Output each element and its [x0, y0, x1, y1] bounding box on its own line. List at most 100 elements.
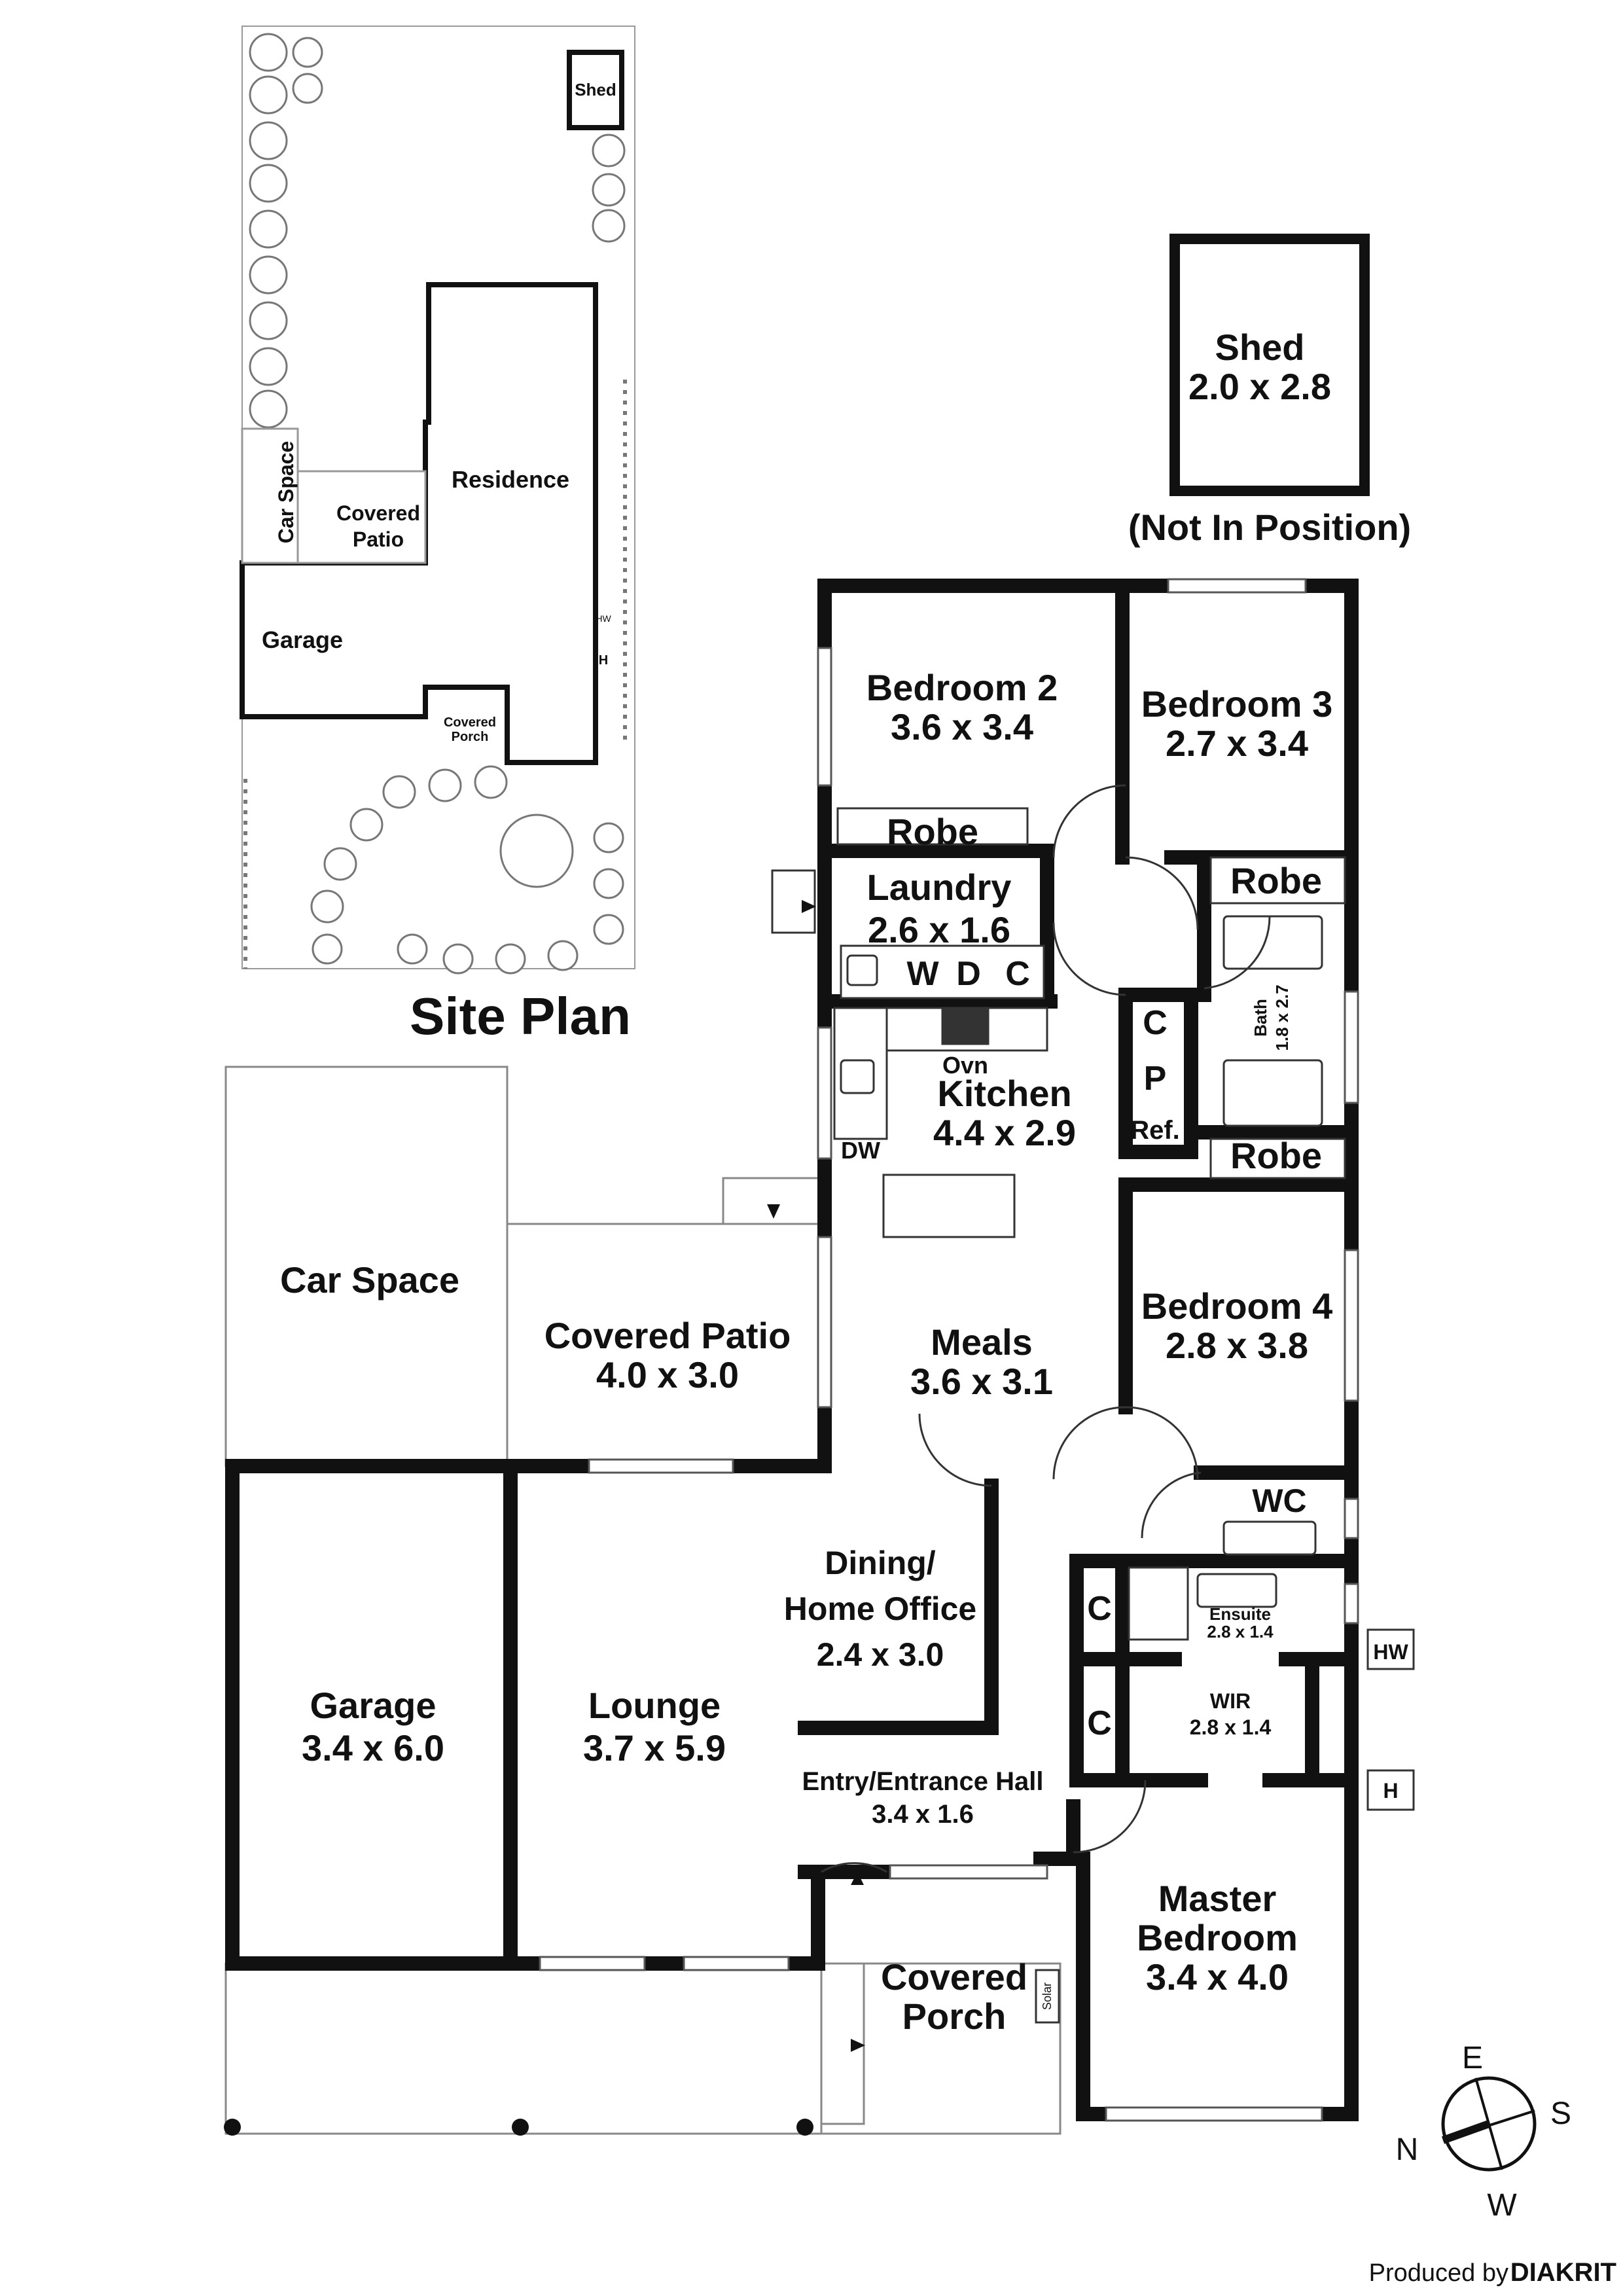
porch-line1: Covered — [881, 1956, 1027, 1998]
site-h-label: H — [599, 653, 608, 668]
ensuite-name: Ensuite — [1209, 1604, 1271, 1624]
credit-prefix: Produced by — [1369, 2259, 1508, 2287]
pantry-label: P — [1144, 1060, 1167, 1098]
bedroom2-name: Bedroom 2 — [866, 667, 1058, 708]
ensuite-size: 2.8 x 1.4 — [1207, 1622, 1274, 1641]
shed: Shed 2.0 x 2.8 (Not In Position) — [1128, 234, 1411, 548]
washer-label: W — [906, 955, 939, 993]
bedroom3-name: Bedroom 3 — [1141, 683, 1333, 725]
laundry-name: Laundry — [867, 867, 1012, 908]
kitchen-name: Kitchen — [937, 1073, 1071, 1114]
site-covered-label: Covered — [336, 501, 420, 525]
master-line1: Master — [1158, 1878, 1277, 1919]
bedroom4-name: Bedroom 4 — [1141, 1285, 1333, 1327]
wc-label: WC — [1252, 1482, 1306, 1519]
site-garage-label: Garage — [262, 626, 343, 653]
dining-size: 2.4 x 3.0 — [817, 1636, 944, 1673]
cooktop — [941, 1007, 990, 1045]
porch-line2: Porch — [902, 1996, 1007, 2037]
bath-name: Bath — [1251, 999, 1270, 1037]
shed-size: 2.0 x 2.8 — [1188, 366, 1331, 407]
site-plan: Shed Residence Car Space Covered Patio G… — [240, 26, 635, 1045]
fridge-label: Ref. — [1130, 1116, 1180, 1145]
kitchen-size: 4.4 x 2.9 — [933, 1112, 1076, 1153]
meals-name: Meals — [931, 1321, 1033, 1363]
shed-name: Shed — [1215, 327, 1305, 368]
robe-b3-label: Robe — [1230, 860, 1322, 901]
wc-basin — [1222, 1520, 1317, 1556]
dryer-label: D — [956, 955, 981, 993]
laundry-trough — [846, 954, 878, 986]
master-line2: Bedroom — [1137, 1917, 1298, 1958]
car-space-label: Car Space — [280, 1259, 459, 1300]
hall-cupboard-label: C — [1143, 1004, 1168, 1042]
kitchen-island — [882, 1174, 1016, 1238]
robe-b2-cabinet — [836, 807, 1029, 846]
windows — [539, 578, 1359, 2122]
lounge-name: Lounge — [588, 1685, 721, 1726]
laundry-steps — [771, 869, 816, 934]
robe-b3-cabinet — [1209, 856, 1346, 905]
h-unit — [1366, 1769, 1415, 1811]
compass: E S N W — [1396, 2041, 1571, 2223]
bedroom4-size: 2.8 x 3.8 — [1166, 1325, 1308, 1366]
ensuite-vanity — [1196, 1573, 1277, 1608]
site-car-space — [241, 427, 299, 564]
site-patio-label: Patio — [353, 528, 404, 551]
laundry-cupboard-label: C — [1005, 955, 1030, 993]
room-labels: Bedroom 2 3.6 x 3.4 Bedroom 3 2.7 x 3.4 … — [280, 667, 1408, 2037]
oven-label: Ovn — [942, 1052, 988, 1079]
ensuite-cupboard-label: C — [1087, 1590, 1112, 1628]
laundry-size: 2.6 x 1.6 — [868, 909, 1010, 950]
bathtub — [1222, 1059, 1323, 1127]
hw-label: HW — [1373, 1640, 1408, 1664]
site-plan-title: Site Plan — [410, 987, 631, 1045]
garage-name: Garage — [310, 1685, 437, 1726]
bath-size: 1.8 x 2.7 — [1272, 984, 1292, 1050]
meals-size: 3.6 x 3.1 — [910, 1361, 1053, 1402]
car-space — [224, 1066, 508, 1467]
entry-size: 3.4 x 1.6 — [872, 1800, 974, 1829]
solar-panel — [1035, 1969, 1060, 2024]
site-residence — [240, 282, 598, 765]
dishwasher-label: DW — [841, 1137, 880, 1164]
credit: Produced by DIAKRIT — [1369, 2258, 1616, 2287]
garage-size: 3.4 x 6.0 — [302, 1727, 444, 1768]
kitchen-sink — [840, 1059, 875, 1094]
master-size: 3.4 x 4.0 — [1146, 1956, 1289, 1998]
fixtures — [771, 807, 1415, 2024]
patio-steps — [722, 1177, 823, 1225]
site-car-space-label: Car Space — [274, 441, 298, 544]
site-covered-porch-l1: Covered — [444, 715, 496, 730]
bedroom2-size: 3.6 x 3.4 — [891, 706, 1033, 747]
compass-s: S — [1550, 2096, 1571, 2131]
robe-b2-label: Robe — [887, 811, 978, 852]
dining-line2: Home Office — [784, 1590, 977, 1627]
robe-b4-label: Robe — [1230, 1135, 1322, 1176]
doors — [821, 784, 1271, 1873]
wir-name: WIR — [1210, 1689, 1251, 1713]
site-shed — [567, 50, 624, 130]
robe-b4-cabinet — [1209, 1138, 1346, 1179]
site-covered-porch-l2: Porch — [452, 730, 489, 744]
covered-patio-name: Covered Patio — [544, 1315, 791, 1356]
credit-brand: DIAKRIT — [1510, 2258, 1616, 2287]
compass-north-needle — [1441, 2120, 1491, 2144]
bath-vanity — [1222, 915, 1323, 970]
hw-unit — [1366, 1628, 1415, 1670]
site-residence-label: Residence — [452, 466, 569, 493]
covered-patio-size: 4.0 x 3.0 — [596, 1354, 739, 1395]
lounge-size: 3.7 x 5.9 — [583, 1727, 726, 1768]
compass-e: E — [1462, 2041, 1483, 2075]
site-hw-label: HW — [596, 613, 611, 624]
entry-name: Entry/Entrance Hall — [802, 1767, 1043, 1796]
dining-line1: Dining/ — [825, 1545, 936, 1581]
site-shed-label: Shed — [575, 80, 616, 99]
wir-size: 2.8 x 1.4 — [1190, 1715, 1272, 1739]
wir-cupboard-label: C — [1087, 1704, 1112, 1742]
compass-w: W — [1487, 2188, 1517, 2223]
bedroom3-size: 2.7 x 3.4 — [1166, 723, 1308, 764]
main-plan — [224, 578, 1415, 2136]
solar-label: Solar — [1041, 1982, 1054, 2010]
